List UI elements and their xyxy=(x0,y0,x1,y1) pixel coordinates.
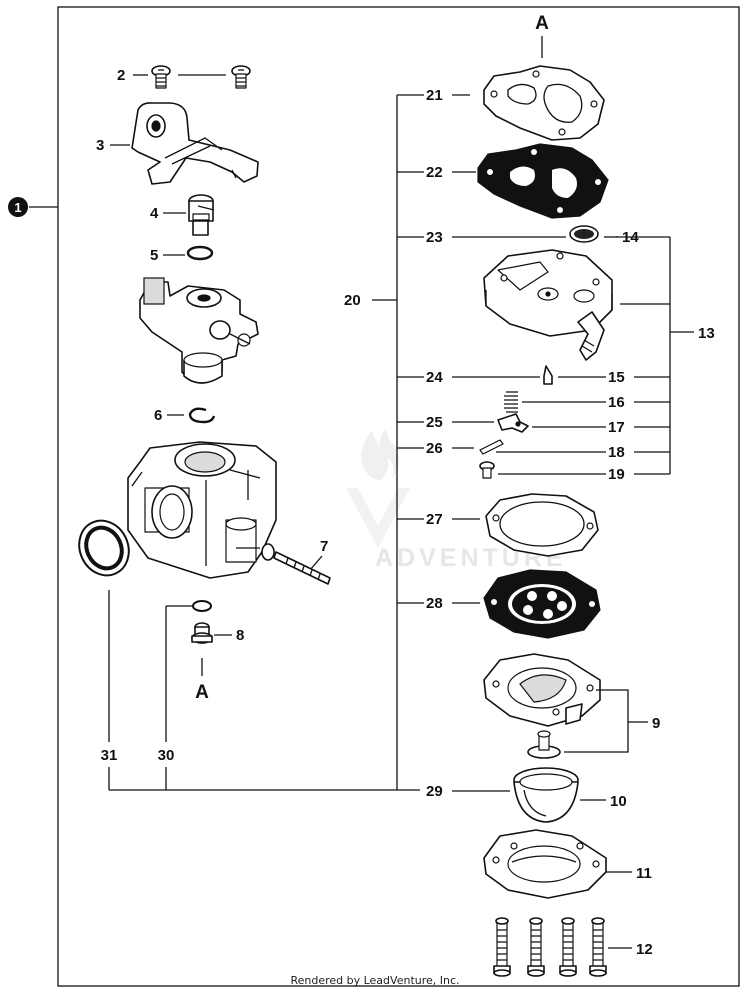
needle-valve-4 xyxy=(188,194,215,236)
callout-26: 26 xyxy=(426,440,443,457)
watermark-logo xyxy=(346,428,410,548)
inlet-needle-24 xyxy=(543,365,553,385)
gasket-ring-31 xyxy=(78,519,130,577)
reference-a-bottom: A xyxy=(195,682,209,703)
screen-filter-23 xyxy=(569,225,599,243)
screw-12-d xyxy=(589,917,607,977)
callout-3: 3 xyxy=(96,137,104,154)
screw-12-b xyxy=(527,917,545,977)
idle-screw-7 xyxy=(261,543,331,585)
e-clip-6 xyxy=(188,407,216,424)
pin-26 xyxy=(479,439,504,455)
screw-19 xyxy=(479,461,495,479)
callout-21: 21 xyxy=(426,87,443,104)
screw-2-right xyxy=(231,65,251,89)
callout-12: 12 xyxy=(636,941,653,958)
callout-1: 1 xyxy=(14,200,21,215)
gasket-21 xyxy=(483,65,605,141)
callout-28: 28 xyxy=(426,595,443,612)
diagram-frame xyxy=(57,6,740,987)
callout-2: 2 xyxy=(117,67,125,84)
screw-2-left xyxy=(151,65,171,89)
metering-diaphragm-28 xyxy=(483,569,601,639)
reference-a-top: A xyxy=(535,13,549,34)
spring-16 xyxy=(504,391,518,413)
plug-8 xyxy=(191,622,213,644)
control-lever-25 xyxy=(497,413,529,433)
screw-12-c xyxy=(559,917,577,977)
callout-16: 16 xyxy=(608,394,625,411)
callout-24: 24 xyxy=(426,369,443,386)
callout-17: 17 xyxy=(608,419,625,436)
callout-20: 20 xyxy=(344,292,361,309)
primer-housing-9 xyxy=(483,653,601,727)
throttle-valve-assembly xyxy=(139,277,259,384)
callout-6: 6 xyxy=(154,407,162,424)
callout-29: 29 xyxy=(426,783,443,800)
diaphragm-22 xyxy=(477,143,609,219)
small-o-ring-30 xyxy=(192,600,212,612)
callout-15: 15 xyxy=(608,369,625,386)
screw-12-a xyxy=(493,917,511,977)
callout-9: 9 xyxy=(652,715,660,732)
callout-10: 10 xyxy=(610,793,627,810)
callout-27: 27 xyxy=(426,511,443,528)
primer-cover-11 xyxy=(483,829,607,899)
callout-18: 18 xyxy=(608,444,625,461)
callout-5: 5 xyxy=(150,247,158,264)
callout-8: 8 xyxy=(236,627,244,644)
callout-11: 11 xyxy=(636,865,652,882)
callout-19: 19 xyxy=(608,466,625,483)
pump-cover-body xyxy=(483,249,613,361)
callout-1-badge xyxy=(8,197,28,217)
callout-23: 23 xyxy=(426,229,443,246)
callout-31: 31 xyxy=(101,747,118,764)
check-valve-9 xyxy=(527,730,561,759)
callout-7: 7 xyxy=(320,538,328,555)
gasket-27 xyxy=(485,493,599,557)
primer-bulb-10 xyxy=(513,767,579,823)
bracket-3 xyxy=(131,102,259,185)
callout-4: 4 xyxy=(150,205,159,222)
callout-14: 14 xyxy=(622,229,639,246)
callout-30: 30 xyxy=(158,747,175,764)
carburetor-body xyxy=(127,441,277,579)
footer-credit: Rendered by LeadVenture, Inc. xyxy=(290,974,460,987)
callout-25: 25 xyxy=(426,414,443,431)
o-ring-5 xyxy=(186,245,214,261)
callout-22: 22 xyxy=(426,164,443,181)
callout-13: 13 xyxy=(698,325,715,342)
